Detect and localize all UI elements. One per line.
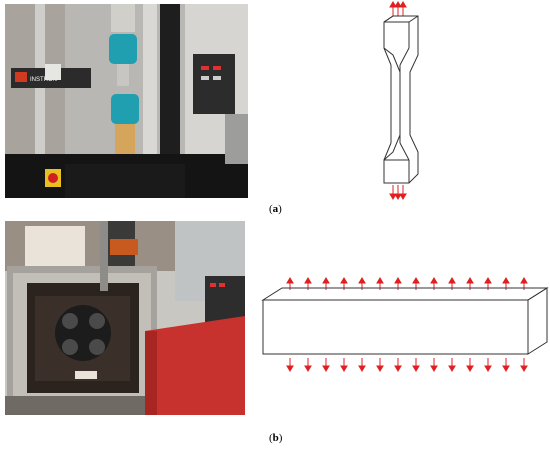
panel-a-letter: a	[272, 203, 279, 215]
panel-b-label: (b)	[269, 432, 283, 444]
dogbone-outline	[383, 15, 419, 184]
instron-brand-text: INSTRON	[30, 77, 57, 83]
tension-arrows-top	[389, 1, 407, 16]
panel-b-letter: b	[272, 432, 279, 444]
bar-outline	[261, 287, 549, 355]
tensile-machine-photo: INSTRON	[5, 4, 248, 198]
environmental-chamber-photo	[5, 221, 245, 415]
tension-arrows-top-b	[286, 277, 528, 290]
tension-arrows-bottom-b	[286, 358, 528, 372]
tension-arrows-bottom	[389, 185, 407, 200]
environmental-chamber-photo-drawing	[5, 221, 245, 415]
tensile-machine-photo-drawing: INSTRON	[5, 4, 248, 198]
panel-a-label: (a)	[269, 203, 282, 215]
